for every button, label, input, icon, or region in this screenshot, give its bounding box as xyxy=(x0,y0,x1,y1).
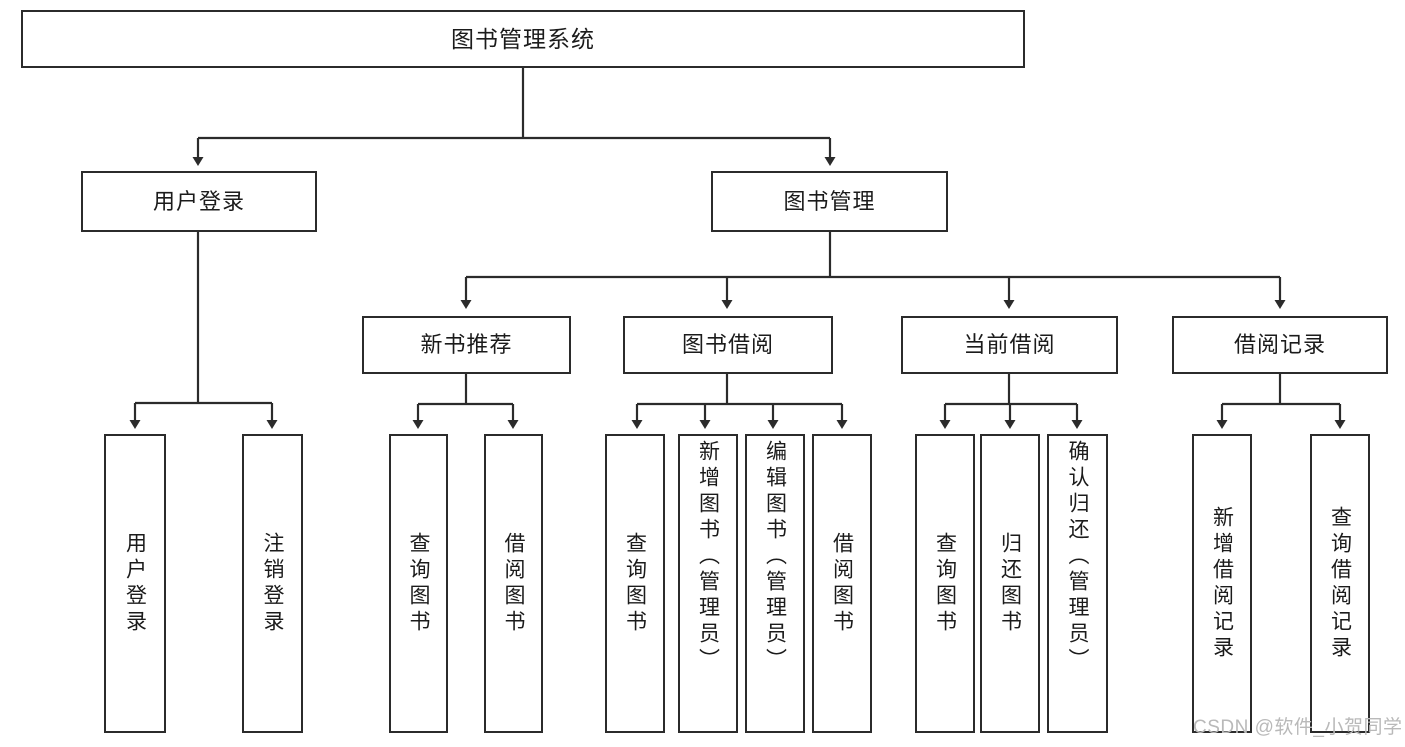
leaf-borrow-record-query[interactable]: 查询借阅记录 xyxy=(1310,434,1370,733)
node-current-borrow[interactable]: 当前借阅 xyxy=(901,316,1118,374)
node-root[interactable]: 图书管理系统 xyxy=(21,10,1025,68)
leaf-book-borrow-add-label: 新增图书（管理员） xyxy=(696,440,720,674)
leaf-current-borrow-query[interactable]: 查询图书 xyxy=(915,434,975,733)
node-book-borrow-label: 图书借阅 xyxy=(681,332,774,358)
node-new-book-recommend[interactable]: 新书推荐 xyxy=(362,316,571,374)
leaf-borrow-record-query-label: 查询借阅记录 xyxy=(1328,505,1352,662)
leaf-book-borrow-edit[interactable]: 编辑图书（管理员） xyxy=(745,434,805,733)
node-new-book-recommend-label: 新书推荐 xyxy=(420,332,513,358)
leaf-book-borrow-borrow[interactable]: 借阅图书 xyxy=(812,434,872,733)
leaf-new-book-query[interactable]: 查询图书 xyxy=(389,434,448,733)
leaf-book-borrow-query-label: 查询图书 xyxy=(623,531,647,636)
leaf-book-borrow-query[interactable]: 查询图书 xyxy=(605,434,665,733)
node-current-borrow-label: 当前借阅 xyxy=(963,332,1056,358)
node-user-login-label: 用户登录 xyxy=(152,188,245,214)
node-borrow-record-label: 借阅记录 xyxy=(1233,332,1326,358)
leaf-current-borrow-confirm[interactable]: 确认归还（管理员） xyxy=(1047,434,1108,733)
leaf-current-borrow-return[interactable]: 归还图书 xyxy=(980,434,1040,733)
leaf-new-book-query-label: 查询图书 xyxy=(407,531,430,636)
leaf-borrow-record-add[interactable]: 新增借阅记录 xyxy=(1192,434,1252,733)
node-borrow-record[interactable]: 借阅记录 xyxy=(1172,316,1388,374)
node-book-borrow[interactable]: 图书借阅 xyxy=(623,316,833,374)
leaf-borrow-record-add-label: 新增借阅记录 xyxy=(1210,505,1234,662)
leaf-new-book-borrow[interactable]: 借阅图书 xyxy=(484,434,543,733)
leaf-current-borrow-confirm-label: 确认归还（管理员） xyxy=(1066,440,1089,674)
leaf-current-borrow-query-label: 查询图书 xyxy=(933,531,957,636)
leaf-book-borrow-add[interactable]: 新增图书（管理员） xyxy=(678,434,738,733)
leaf-current-borrow-return-label: 归还图书 xyxy=(998,531,1022,636)
leaf-user-login-logout-label: 注销登录 xyxy=(261,531,284,636)
leaf-user-login-login-label: 用户登录 xyxy=(123,531,147,636)
leaf-new-book-borrow-label: 借阅图书 xyxy=(502,531,525,636)
leaf-book-borrow-borrow-label: 借阅图书 xyxy=(830,531,854,636)
node-book-management-label: 图书管理 xyxy=(783,188,876,214)
leaf-user-login-login[interactable]: 用户登录 xyxy=(104,434,166,733)
node-book-management[interactable]: 图书管理 xyxy=(711,171,948,232)
leaf-book-borrow-edit-label: 编辑图书（管理员） xyxy=(763,440,787,674)
node-root-label: 图书管理系统 xyxy=(451,25,595,52)
leaf-user-login-logout[interactable]: 注销登录 xyxy=(242,434,303,733)
node-user-login[interactable]: 用户登录 xyxy=(81,171,317,232)
